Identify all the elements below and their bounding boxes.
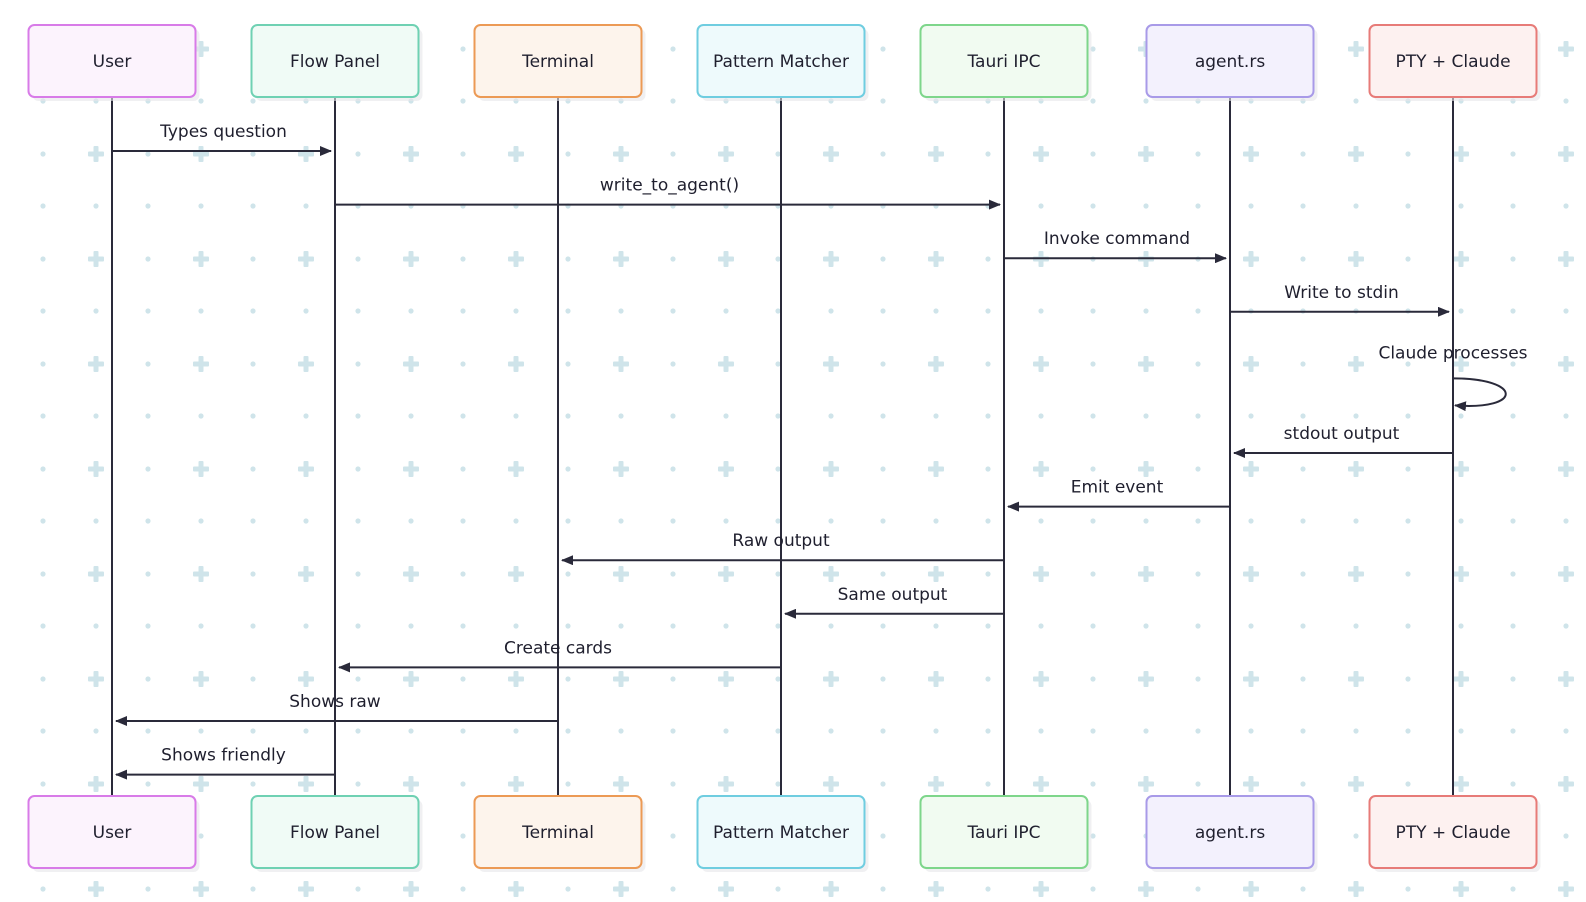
message-label: Shows friendly xyxy=(161,746,286,766)
actor-label: Tauri IPC xyxy=(966,52,1040,72)
actor-label: Tauri IPC xyxy=(966,823,1040,843)
message-label: Same output xyxy=(838,585,948,605)
actor-box xyxy=(250,795,420,869)
message-3: Invoke command xyxy=(1004,229,1227,264)
actor-label: agent.rs xyxy=(1195,823,1266,843)
actor-pty-claude-bottom: PTY + Claude xyxy=(1368,795,1541,872)
actor-label: Flow Panel xyxy=(290,823,380,843)
actor-pattern-matcher-bottom: Pattern Matcher xyxy=(696,795,869,872)
message-label: Invoke command xyxy=(1044,229,1190,249)
message-label: Shows raw xyxy=(289,692,381,712)
lifelines xyxy=(111,97,1454,796)
actor-box xyxy=(696,24,866,98)
actor-label: User xyxy=(93,52,132,72)
message-12: Shows friendly xyxy=(115,746,335,780)
message-11: Shows raw xyxy=(115,692,558,726)
actor-box xyxy=(1368,24,1538,98)
message-label: Types question xyxy=(159,122,287,142)
self-message-arrow xyxy=(1452,377,1507,412)
actor-user-top: User xyxy=(27,24,200,101)
actor-user-bottom: User xyxy=(27,795,200,872)
actor-label: PTY + Claude xyxy=(1395,52,1510,72)
actor-label: Terminal xyxy=(521,823,594,843)
actor-box xyxy=(250,24,420,98)
actor-box xyxy=(1145,24,1315,98)
actor-box xyxy=(27,24,197,98)
message-label: stdout output xyxy=(1284,424,1400,444)
actor-pattern-matcher-top: Pattern Matcher xyxy=(696,24,869,101)
actor-agent-rs-bottom: agent.rs xyxy=(1145,795,1318,872)
actors-top: User Flow Panel Terminal Pattern Matcher Tau… xyxy=(27,24,1541,101)
actor-box xyxy=(919,795,1089,869)
message-6: stdout output xyxy=(1233,424,1453,458)
message-2: write_to_agent() xyxy=(335,176,1001,210)
message-4: Write to stdin xyxy=(1230,283,1450,317)
message-9: Same output xyxy=(784,585,1004,619)
actor-terminal-top: Terminal xyxy=(473,24,646,101)
actor-label: Pattern Matcher xyxy=(713,52,849,72)
actor-box xyxy=(473,24,643,98)
actor-box xyxy=(473,795,643,869)
actor-box xyxy=(919,24,1089,98)
message-label: Emit event xyxy=(1071,478,1164,498)
actor-terminal-bottom: Terminal xyxy=(473,795,646,872)
message-label: Claude processes xyxy=(1378,343,1527,363)
message-8: Raw output xyxy=(561,531,1004,566)
messages: Types question write_to_agent() Invoke com… xyxy=(112,122,1528,780)
message-10: Create cards xyxy=(338,638,781,673)
actor-tauri-ipc-bottom: Tauri IPC xyxy=(919,795,1092,872)
message-label: Create cards xyxy=(504,638,612,658)
actor-label: Terminal xyxy=(521,52,594,72)
actors-bottom: User Flow Panel Terminal Pattern Matcher Tau… xyxy=(27,795,1541,872)
message-7: Emit event xyxy=(1007,478,1230,512)
actor-label: Pattern Matcher xyxy=(713,823,849,843)
actor-agent-rs-top: agent.rs xyxy=(1145,24,1318,101)
actor-label: agent.rs xyxy=(1195,52,1266,72)
actor-box xyxy=(1368,795,1538,869)
actor-label: Flow Panel xyxy=(290,52,380,72)
actor-tauri-ipc-top: Tauri IPC xyxy=(919,24,1092,101)
message-1: Types question xyxy=(112,122,332,156)
actor-flow-panel-top: Flow Panel xyxy=(250,24,423,101)
message-5: Claude processes xyxy=(1378,343,1528,412)
message-label: write_to_agent() xyxy=(600,176,739,196)
actor-label: User xyxy=(93,823,132,843)
actor-box xyxy=(696,795,866,869)
actor-label: PTY + Claude xyxy=(1395,823,1510,843)
actor-flow-panel-bottom: Flow Panel xyxy=(250,795,423,872)
actor-box xyxy=(1145,795,1315,869)
actor-box xyxy=(27,795,197,869)
message-label: Raw output xyxy=(732,531,830,551)
message-label: Write to stdin xyxy=(1284,283,1399,303)
actor-pty-claude-top: PTY + Claude xyxy=(1368,24,1541,101)
